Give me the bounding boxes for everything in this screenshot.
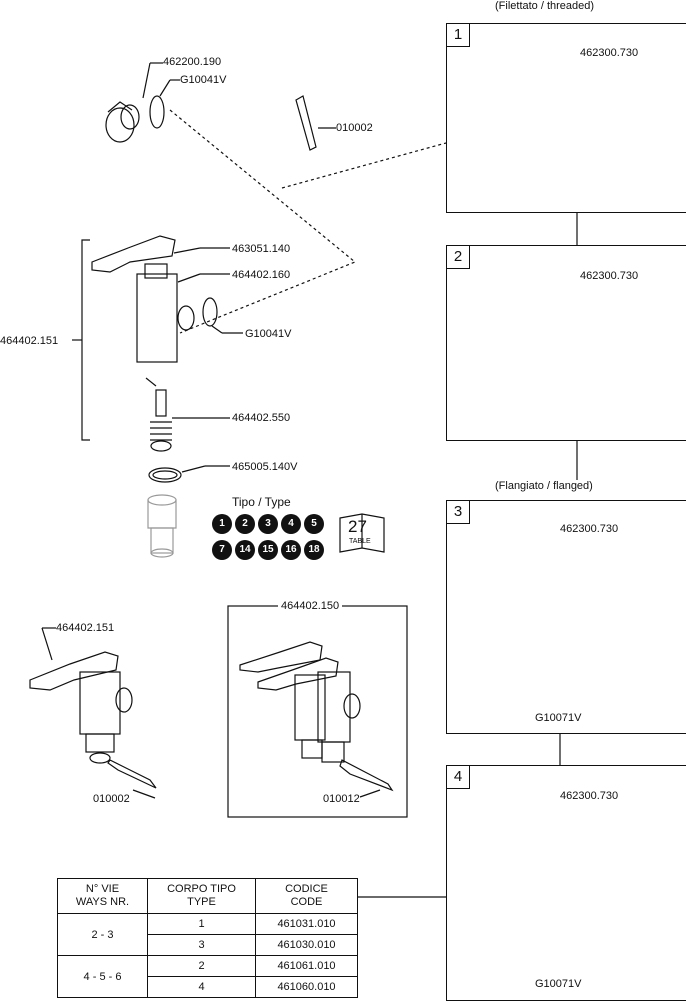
type-label: Tipo / Type (232, 495, 291, 509)
table-header-type: CORPO TIPO TYPE (147, 878, 256, 914)
ways-cell: 2 - 3 (57, 913, 148, 956)
body-code-table: N° VIE WAYS NR. CORPO TIPO TYPE CODICE C… (57, 878, 358, 998)
table-header-ways: N° VIE WAYS NR. (57, 878, 148, 914)
washer-code-4: 462300.730 (560, 790, 619, 802)
book-label: TABLE (349, 538, 371, 545)
panel-4: 4 (446, 765, 686, 1001)
type-badge: 3 (258, 514, 278, 534)
seal-code: 465005.140V (232, 461, 298, 473)
type-badge: 1 (212, 514, 232, 534)
code-cell: 461061.010 (255, 955, 358, 977)
plug-part (105, 95, 165, 143)
oring-code-3: G10071V (535, 712, 582, 724)
body-oring-code: G10041V (245, 328, 292, 340)
code-cell: 461060.010 (255, 976, 358, 998)
plug-oring-code: G10041V (180, 74, 227, 86)
table-row: 3 461030.010 (58, 934, 358, 956)
type-badge: 18 (304, 540, 324, 560)
panel-number: 2 (447, 246, 470, 269)
table-row: 2 - 3 1 461031.010 (57, 913, 358, 956)
type-badge: 15 (258, 540, 278, 560)
panel-3: 3 (446, 500, 686, 734)
threaded-header: (Filettato / threaded) (495, 0, 595, 12)
book-number: 27 (348, 517, 367, 536)
table-header-code: CODICE CODE (255, 878, 358, 914)
type-badge: 4 (281, 514, 301, 534)
stem-code: 464402.550 (232, 412, 291, 424)
type-badge: 16 (281, 540, 301, 560)
clip-top-code: 010002 (336, 122, 373, 134)
washer-code-3: 462300.730 (560, 523, 619, 535)
type-badge: 7 (212, 540, 232, 560)
panel-number: 4 (447, 766, 470, 789)
type-cell: 1 (147, 913, 256, 935)
book-icon (339, 513, 385, 553)
code-cell: 461030.010 (255, 934, 358, 956)
table-row: 4 - 5 - 6 2 461061.010 (57, 955, 358, 998)
type-badge: 2 (235, 514, 255, 534)
panel-2: 2 (446, 245, 686, 441)
type-badge: 14 (235, 540, 255, 560)
panel-1: 1 (446, 23, 686, 213)
type-cell: 4 (147, 976, 256, 998)
single-valve-part (29, 651, 157, 789)
oring-code-4: G10071V (535, 978, 582, 990)
lever-code: 463051.140 (232, 243, 291, 255)
type-cell: 2 (147, 955, 256, 977)
assembly-code: 464402.151 (0, 335, 59, 347)
panel-number: 1 (447, 24, 470, 47)
type-badge: 5 (304, 514, 324, 534)
washer-code-2: 462300.730 (580, 270, 639, 282)
type-cell: 3 (147, 934, 256, 956)
double-clip-code: 010012 (323, 793, 360, 805)
table-row: 4 461060.010 (58, 976, 358, 998)
plug-code: 462200.190 (163, 56, 222, 68)
code-cell: 461031.010 (255, 913, 358, 935)
single-clip-code: 010002 (93, 793, 130, 805)
double-valve-part (239, 641, 394, 792)
single-assembly-code: 464402.151 (56, 622, 115, 634)
washer-code-1: 462300.730 (580, 47, 639, 59)
panel-number: 3 (447, 501, 470, 524)
adapter-part (147, 494, 177, 558)
double-assembly-code: 464402.150 (278, 600, 343, 612)
flanged-header: (Flangiato / flanged) (495, 480, 593, 492)
ways-cell: 4 - 5 - 6 (57, 955, 148, 998)
body-code: 464402.160 (232, 269, 291, 281)
